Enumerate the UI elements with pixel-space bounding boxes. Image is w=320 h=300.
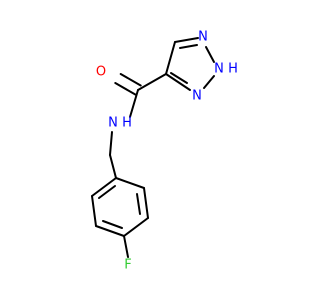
- bond-benzene-to-fluorine: [123, 235, 129, 258]
- bond-benzene-5-6: [91, 195, 97, 227]
- bond-benzene-4-5: [95, 225, 125, 237]
- bond-ring-n3-c4-double-inner: [170, 72, 188, 84]
- bond-benzene-3-4: [123, 217, 149, 237]
- bond-benzene-6-1-inner: [98, 185, 116, 199]
- atom-fluorine-label: F: [124, 258, 131, 273]
- bonds: [91, 37, 215, 258]
- bond-carbonyl-double-b: [114, 82, 137, 96]
- bond-ring-n1-n2: [205, 46, 215, 63]
- bond-amide-n-to-methylene: [109, 131, 113, 156]
- atom-oxygen-label: O: [96, 65, 106, 80]
- atom-amide-hydrogen-label: H: [122, 116, 132, 131]
- bond-carbonyl-double-a: [119, 73, 142, 87]
- atom-ring-nitrogen-1-label: N: [198, 30, 208, 45]
- bond-carbonyl-to-amide-n: [129, 89, 139, 118]
- bond-ring-c4-c5: [165, 41, 176, 75]
- bond-ring-c5-n1-double-inner: [179, 44, 198, 49]
- bond-benzene-2-3: [143, 187, 149, 219]
- bond-methylene-to-phenyl: [109, 154, 117, 179]
- atom-ring-hydrogen-label: H: [228, 62, 238, 77]
- molecule-structure-diagram: O N H N N H N F: [91, 30, 238, 273]
- atom-amide-nitrogen-label: N: [108, 116, 118, 131]
- atom-ring-nitrogen-2-label: N: [214, 62, 224, 77]
- atom-ring-nitrogen-3-label: N: [192, 89, 202, 104]
- bond-ring-n2-n3: [203, 75, 215, 89]
- bond-benzene-6-1: [91, 177, 117, 197]
- bond-ring-c5-n1-double: [174, 37, 199, 43]
- bond-benzene-4-5-inner: [102, 220, 123, 229]
- bond-ring-n3-c4-double: [165, 73, 191, 91]
- bond-benzene-1-2: [115, 177, 145, 189]
- bond-benzene-2-3-inner: [136, 193, 141, 215]
- atom-labels: O N H N N H N F: [96, 30, 238, 273]
- bond-carbonyl-to-ring: [137, 73, 167, 91]
